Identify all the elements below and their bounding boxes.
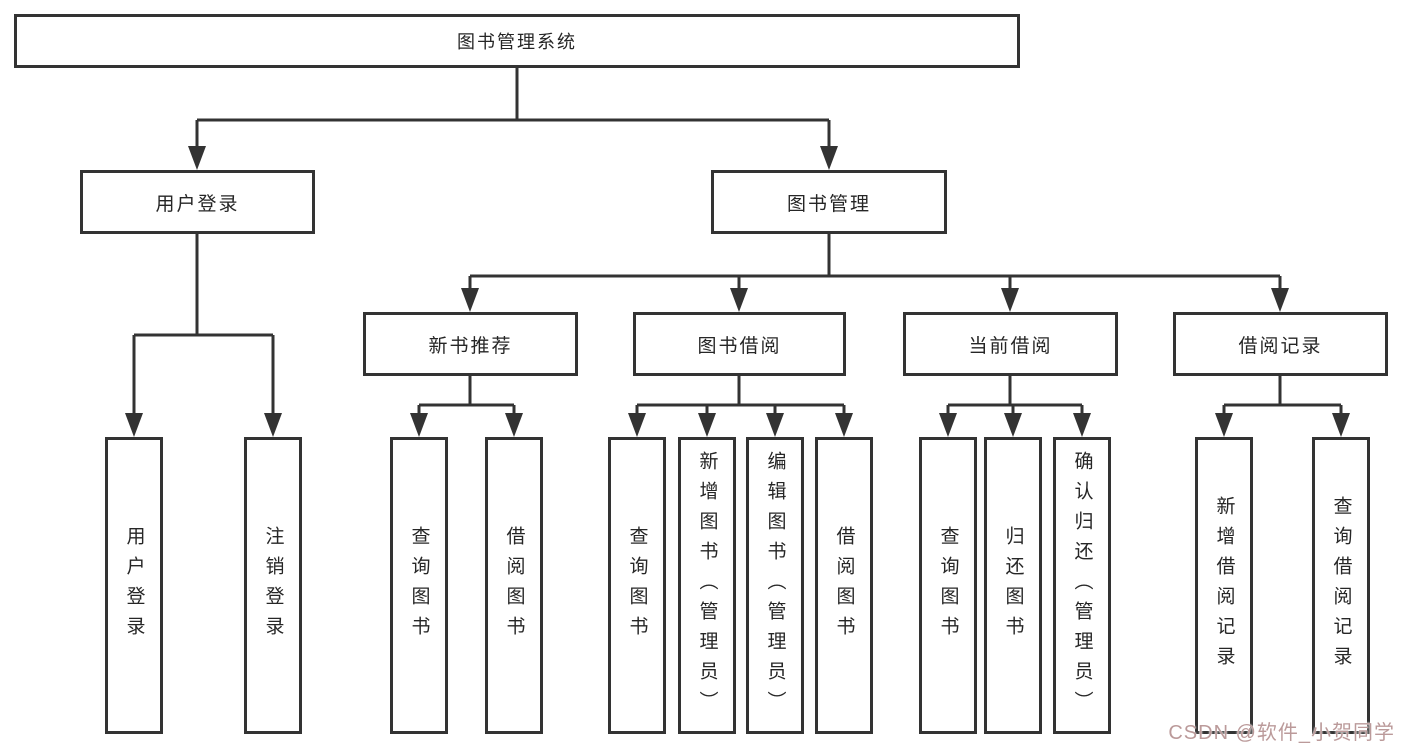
connector-bookmgmt-to-level3 — [468, 234, 1282, 291]
leaf-query-book-recommend: 查询图书 — [390, 437, 448, 734]
arrowhead-icon — [1073, 413, 1091, 437]
arrowhead-icon — [835, 413, 853, 437]
leaf-add-borrow-record: 新增借阅记录 — [1195, 437, 1253, 734]
node-label: 注销登录 — [262, 525, 284, 646]
node-label: 确认归还（管理员） — [1071, 450, 1093, 721]
connector-newbook-to-leaves — [417, 376, 516, 416]
connector-currentborrow-to-leaves — [946, 376, 1084, 416]
node-label: 借阅图书 — [503, 525, 525, 646]
arrowhead-icon — [1004, 413, 1022, 437]
arrowhead-icon — [1271, 288, 1289, 312]
connector-bookborrow-to-leaves — [635, 376, 846, 416]
node-label: 编辑图书（管理员） — [764, 450, 786, 721]
leaf-query-borrow-record: 查询借阅记录 — [1312, 437, 1370, 734]
node-label: 图书管理系统 — [457, 32, 577, 52]
leaf-query-book-current: 查询图书 — [919, 437, 977, 734]
node-label: 查询图书 — [937, 525, 959, 646]
arrowhead-icon — [939, 413, 957, 437]
node-label: 用户登录 — [155, 193, 240, 215]
node-current-borrow: 当前借阅 — [903, 312, 1118, 376]
leaf-edit-book-admin: 编辑图书（管理员） — [746, 437, 804, 734]
node-new-book-recommend: 新书推荐 — [363, 312, 578, 376]
leaf-confirm-return-admin: 确认归还（管理员） — [1053, 437, 1111, 734]
node-label: 借阅图书 — [833, 525, 855, 646]
node-label: 归还图书 — [1002, 525, 1024, 646]
arrowhead-icon — [505, 413, 523, 437]
arrowhead-icon — [264, 413, 282, 437]
arrowhead-icon — [698, 413, 716, 437]
node-label: 查询图书 — [408, 525, 430, 646]
node-borrow-record: 借阅记录 — [1173, 312, 1388, 376]
connector-borrowrecord-to-leaves — [1222, 376, 1343, 416]
node-label: 用户登录 — [123, 525, 145, 646]
arrowhead-icon — [1332, 413, 1350, 437]
leaf-logout: 注销登录 — [244, 437, 302, 734]
node-label: 查询图书 — [626, 525, 648, 646]
node-label: 当前借阅 — [968, 335, 1053, 357]
node-root-library-system: 图书管理系统 — [14, 14, 1020, 68]
arrowhead-icon — [766, 413, 784, 437]
leaf-return-book: 归还图书 — [984, 437, 1042, 734]
arrowhead-icon — [1215, 413, 1233, 437]
node-user-login: 用户登录 — [80, 170, 315, 234]
arrowhead-icon — [410, 413, 428, 437]
csdn-watermark: CSDN @软件_小贺同学 — [1168, 716, 1395, 745]
leaf-query-book-borrow: 查询图书 — [608, 437, 666, 734]
node-label: 查询借阅记录 — [1330, 495, 1352, 676]
node-label: 图书管理 — [786, 193, 871, 215]
node-label: 新增借阅记录 — [1213, 495, 1235, 676]
leaf-borrow-book: 借阅图书 — [815, 437, 873, 734]
node-book-management: 图书管理 — [711, 170, 947, 234]
connector-root-to-level2 — [195, 68, 831, 150]
node-label: 新增图书（管理员） — [696, 450, 718, 721]
node-book-borrow: 图书借阅 — [633, 312, 846, 376]
arrowhead-icon — [188, 146, 206, 170]
node-label: 新书推荐 — [428, 335, 513, 357]
arrowhead-icon — [730, 288, 748, 312]
node-label: 借阅记录 — [1238, 335, 1323, 357]
arrowhead-icon — [125, 413, 143, 437]
arrowhead-icon — [628, 413, 646, 437]
arrowhead-icon — [461, 288, 479, 312]
watermark-text: CSDN @软件_小贺同学 — [1168, 722, 1395, 744]
arrowhead-icon — [1001, 288, 1019, 312]
leaf-add-book-admin: 新增图书（管理员） — [678, 437, 736, 734]
leaf-user-login: 用户登录 — [105, 437, 163, 734]
connector-userlogin-to-leaves — [132, 234, 275, 416]
arrowhead-icon — [820, 146, 838, 170]
leaf-borrow-book-recommend: 借阅图书 — [485, 437, 543, 734]
node-label: 图书借阅 — [697, 335, 782, 357]
